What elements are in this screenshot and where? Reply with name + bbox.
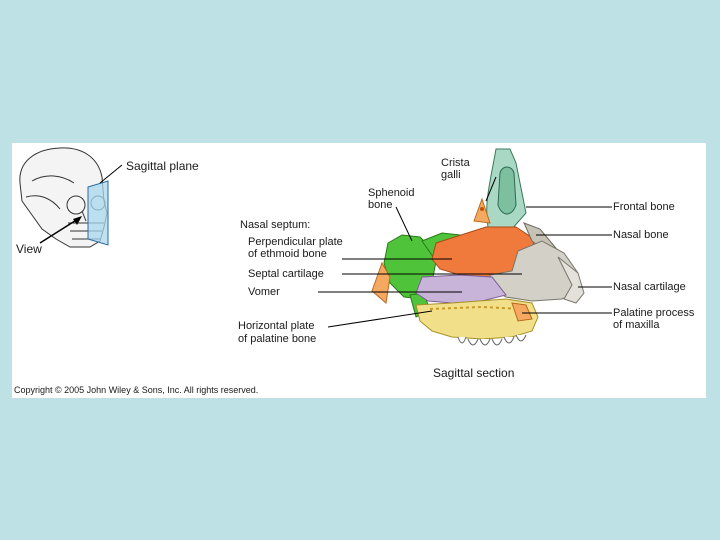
figure-caption: Sagittal section: [433, 367, 514, 379]
view-label: View: [16, 243, 42, 255]
perpendicular-plate-label-line1: Perpendicular plate: [248, 236, 343, 248]
sagittal-plane-leader: [100, 165, 122, 183]
horizontal-plate-label-line1: Horizontal plate: [238, 320, 314, 332]
palatine-process-label-line2: of maxilla: [613, 319, 659, 331]
nasal-cartilage-label: Nasal cartilage: [613, 281, 686, 293]
nasal-bone-label: Nasal bone: [613, 229, 669, 241]
sagittal-plane-label: Sagittal plane: [126, 160, 199, 172]
perpendicular-plate-label-line2: of ethmoid bone: [248, 248, 327, 260]
frontal-bone-label: Frontal bone: [613, 201, 675, 213]
sagittal-plane-shape: [88, 181, 108, 245]
frontal-sinus-shape: [498, 167, 516, 214]
sphenoid-label-line2: bone: [368, 199, 392, 211]
septal-cartilage-label: Septal cartilage: [248, 268, 324, 280]
crista-galli-dot: [480, 207, 484, 211]
palatine-process-label-line1: Palatine process: [613, 307, 694, 319]
crista-galli-label-line2: galli: [441, 169, 461, 181]
copyright-notice: Copyright © 2005 John Wiley & Sons, Inc.…: [14, 385, 258, 395]
nasal-septum-figure: Sagittal plane View Crista galli Sphenoi…: [12, 143, 706, 398]
crista-galli-label-line1: Crista: [441, 157, 470, 169]
vomer-shape: [416, 275, 506, 303]
horizontal-plate-label-line2: of palatine bone: [238, 333, 316, 345]
horizontal-plate-leader: [328, 311, 432, 327]
nasal-septum-heading: Nasal septum:: [240, 219, 310, 231]
vomer-label: Vomer: [248, 286, 280, 298]
figure-drawing: [12, 143, 706, 398]
sphenoid-label-line1: Sphenoid: [368, 187, 415, 199]
